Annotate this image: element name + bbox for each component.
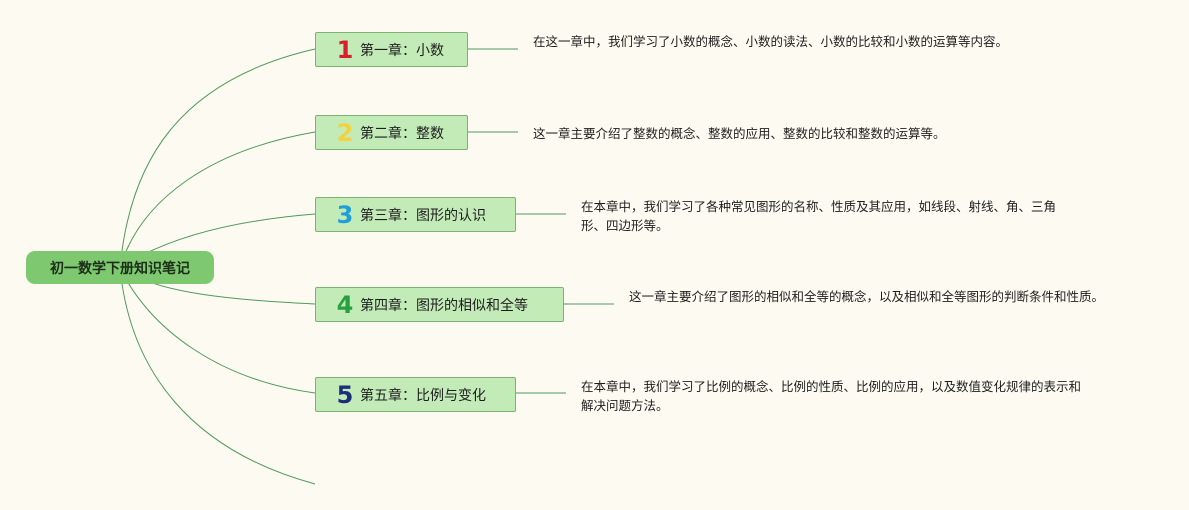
chapter-label-1: 第一章：小数 (360, 42, 444, 59)
chapter-topic-5[interactable]: 5 第五章：比例与变化 (315, 377, 516, 412)
chapter-topic-3[interactable]: 3 第三章：图形的认识 (315, 197, 516, 232)
chapter-number-icon-2: 2 (336, 118, 354, 147)
chapter-note-1: 在这一章中，我们学习了小数的概念、小数的读法、小数的比较和小数的运算等内容。 (533, 34, 1009, 49)
branch-6-curve (119, 267, 316, 485)
chapter-label-4: 第四章：图形的相似和全等 (360, 297, 528, 314)
chapter-topic-4[interactable]: 4 第四章：图形的相似和全等 (315, 287, 564, 322)
root-topic[interactable]: 初一数学下册知识笔记 (26, 251, 214, 284)
chapter-note-3: 在本章中，我们学习了各种常见图形的名称、性质及其应用，如线段、射线、角、三角形、… (581, 199, 1057, 233)
chapter-topic-1[interactable]: 1 第一章：小数 (315, 32, 468, 67)
chapter-label-2: 第二章：整数 (360, 125, 444, 142)
chapter-note-4: 这一章主要介绍了图形的相似和全等的概念，以及相似和全等图形的判断条件和性质。 (629, 289, 1105, 304)
chapter-number-icon-1: 1 (336, 35, 354, 64)
chapter-note-2: 这一章主要介绍了整数的概念、整数的应用、整数的比较和整数的运算等。 (533, 126, 946, 141)
chapter-note-5: 在本章中，我们学习了比例的概念、比例的性质、比例的应用，以及数值变化规律的表示和… (581, 379, 1082, 413)
chapter-number-icon-5: 5 (336, 380, 354, 409)
branch-5-curve (119, 267, 316, 394)
chapter-topic-2[interactable]: 2 第二章：整数 (315, 115, 468, 150)
branch-1-curve (119, 48, 316, 269)
chapter-number-icon-4: 4 (336, 290, 354, 319)
chapter-label-3: 第三章：图形的认识 (360, 207, 486, 224)
chapter-number-icon-3: 3 (336, 200, 354, 229)
root-topic-label: 初一数学下册知识笔记 (50, 260, 190, 277)
chapter-label-5: 第五章：比例与变化 (360, 387, 486, 404)
branch-2-curve (119, 131, 316, 269)
